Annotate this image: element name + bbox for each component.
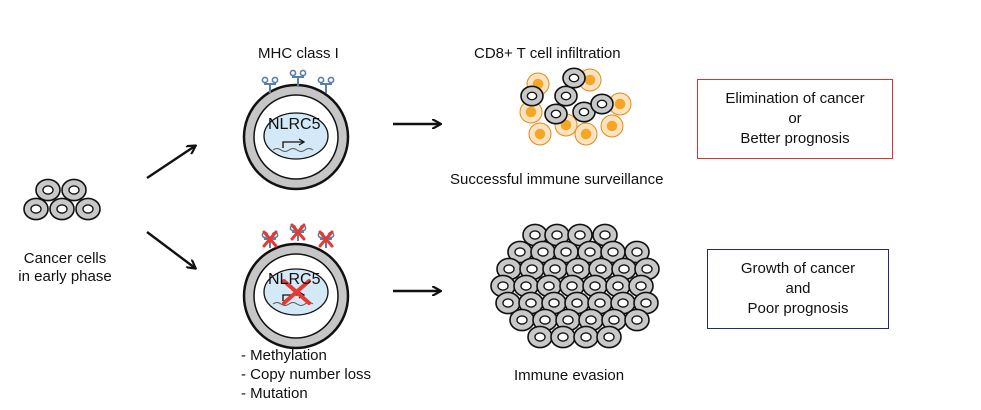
early-cancer-cell-cluster [23, 178, 101, 221]
cancer-cell [555, 308, 581, 332]
start-label-line2: in early phase [18, 268, 112, 285]
gene-label-bottom: NLRC5 [268, 271, 321, 288]
outcome-box-good: Elimination of cancer or Better prognosi… [697, 79, 893, 159]
cancer-cell [564, 291, 590, 315]
cancer-cell [496, 257, 522, 281]
cancer-cell [75, 197, 101, 221]
cancer-cell [520, 85, 544, 107]
cancer-cell [527, 325, 553, 349]
mhc-expressing-cell [242, 83, 350, 191]
nucleus [263, 112, 329, 160]
cancer-cell [23, 197, 49, 221]
cancer-cell [628, 274, 654, 298]
mhc-class-label: MHC class I [258, 45, 339, 62]
nlrc5-silenced-cell [242, 242, 350, 350]
cause-item: - Mutation [241, 385, 308, 402]
cancer-cell [578, 308, 604, 332]
cancer-cell [596, 325, 622, 349]
cancer-cell [624, 240, 650, 264]
mhc-receptor-icon [261, 76, 279, 93]
evasion-label: Immune evasion [514, 367, 625, 384]
t-cell [528, 122, 552, 146]
outcome-good-line3: Better prognosis [740, 130, 850, 147]
cancer-cell [565, 257, 591, 281]
infiltration-label: CD8+ T cell infiltration [474, 45, 621, 62]
cancer-cell [633, 291, 659, 315]
cancer-cell [49, 197, 75, 221]
outcome-poor-line3: Poor prognosis [747, 300, 849, 317]
red-x-icon [318, 230, 334, 248]
red-x-icon [282, 279, 311, 305]
cancer-cell [562, 67, 586, 89]
outcome-poor-line2: and [785, 280, 811, 297]
tumor-mass [490, 223, 660, 349]
t-cell [600, 114, 624, 138]
cancer-cell [553, 240, 579, 264]
arrow-up-icon [146, 146, 195, 179]
red-x-icon [290, 223, 306, 241]
cancer-cell [35, 178, 61, 202]
cancer-cell [544, 103, 568, 125]
red-x-icon [262, 230, 278, 248]
cancer-cell [559, 274, 585, 298]
cause-item: - Methylation [241, 347, 327, 364]
cancer-cell [530, 240, 556, 264]
gene-label-top: NLRC5 [268, 116, 321, 133]
mhc-receptors-present [261, 69, 335, 93]
mhc-receptors-lost [261, 223, 335, 248]
cancer-cell [61, 178, 87, 202]
cancer-cell [573, 325, 599, 349]
outcome-good-line2: or [788, 110, 802, 127]
t-cell [574, 122, 598, 146]
outcome-poor-line1: Growth of cancer [740, 260, 856, 277]
cancer-cell [554, 85, 578, 107]
start-label-line1: Cancer cells [23, 250, 107, 267]
outcome-box-poor: Growth of cancer and Poor prognosis [707, 249, 889, 329]
cause-item: - Copy number loss [241, 366, 372, 383]
outcome-good-line1: Elimination of cancer [725, 90, 865, 107]
cancer-cell [611, 257, 637, 281]
cancer-cell [509, 308, 535, 332]
cancer-cell [590, 93, 614, 115]
cancer-cell [634, 257, 660, 281]
surveillance-label: Successful immune surveillance [450, 171, 664, 188]
start-label: Cancer cells in early phase [0, 250, 130, 286]
mhc-receptor-icon [317, 76, 335, 93]
cancer-cell [624, 308, 650, 332]
arrow-down-icon [146, 231, 195, 268]
t-cell-infiltrated-cluster [519, 67, 632, 146]
cancer-cell [550, 325, 576, 349]
cause-list: - Methylation - Copy number loss - Mutat… [241, 346, 371, 403]
mhc-receptor-icon [289, 69, 307, 86]
